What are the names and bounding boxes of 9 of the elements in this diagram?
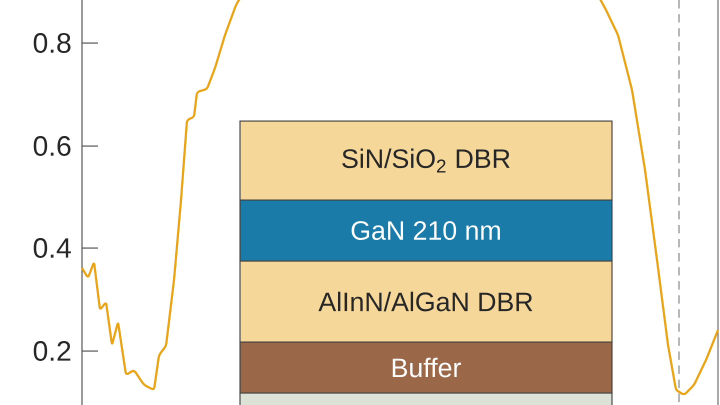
- tick-label: 0.6: [34, 136, 70, 156]
- tick-label: 0.8: [34, 33, 70, 53]
- layer-box: Buffer: [239, 341, 613, 394]
- tick-label: 0.2: [34, 341, 70, 361]
- tick-label: 0.4: [34, 238, 71, 258]
- layer-box: AlInN/AlGaN DBR: [239, 260, 613, 343]
- layer-box: [239, 392, 613, 405]
- layer-box: GaN 210 nm: [239, 199, 613, 262]
- layer-box: SiN/SiO$_{2}$ DBR: [239, 120, 613, 201]
